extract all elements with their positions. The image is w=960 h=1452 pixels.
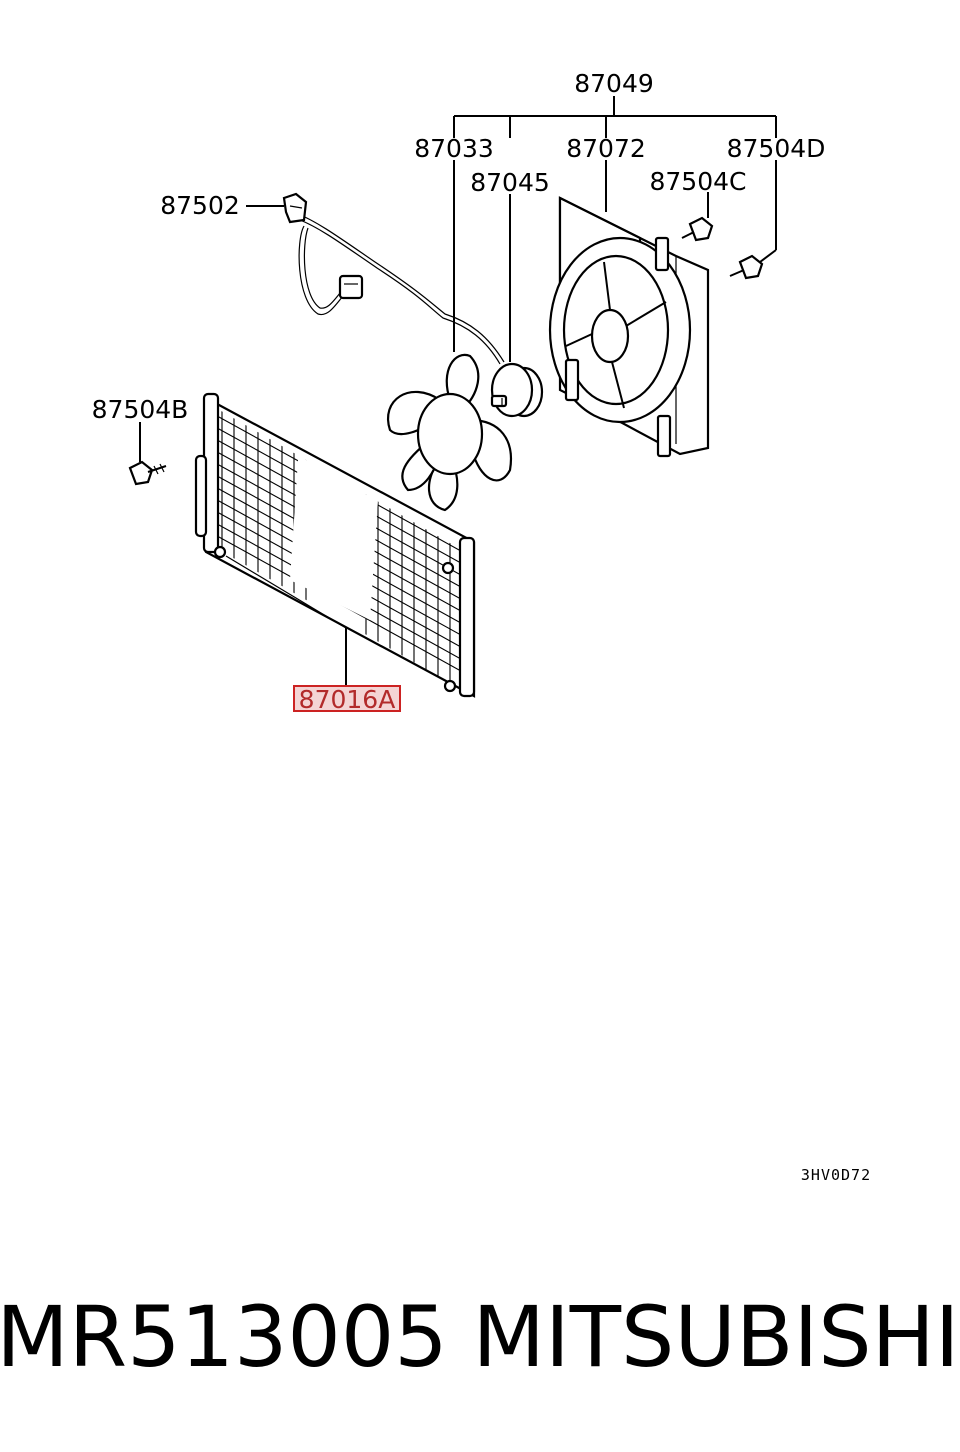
- part-number: MR513005: [0, 1288, 448, 1386]
- wire-harness-drawing: [297, 213, 505, 365]
- callout-assembly[interactable]: 87049: [574, 69, 654, 98]
- callout-fan-motor[interactable]: 87045: [470, 168, 550, 197]
- callout-condenser[interactable]: 87016A: [299, 685, 396, 714]
- callout-fan-blade[interactable]: 87033: [414, 134, 494, 163]
- callout-clamp[interactable]: 87502: [160, 191, 240, 220]
- bolt-b-drawing: [128, 460, 167, 486]
- diagram-code: 3HV0D72: [801, 1166, 871, 1184]
- callout-labels: 87049 87033 87045 87072 87504D 87504C 87…: [92, 69, 826, 714]
- brand-name: MITSUBISHI: [472, 1288, 959, 1386]
- shroud-drawing: [548, 196, 710, 458]
- callout-shroud[interactable]: 87072: [566, 134, 646, 163]
- fan-blade-drawing: [387, 353, 513, 512]
- callout-bolt-c[interactable]: 87504C: [650, 167, 747, 196]
- bolt-d-drawing: [729, 254, 764, 280]
- leader-lines: [139, 96, 777, 686]
- callout-bolt-d[interactable]: 87504D: [727, 134, 826, 163]
- bolt-c-drawing: [681, 216, 714, 242]
- highlight-box: [293, 685, 401, 712]
- fan-motor-drawing: [490, 362, 544, 418]
- clamp-drawing: [282, 192, 308, 224]
- callout-bolt-b[interactable]: 87504B: [92, 395, 189, 424]
